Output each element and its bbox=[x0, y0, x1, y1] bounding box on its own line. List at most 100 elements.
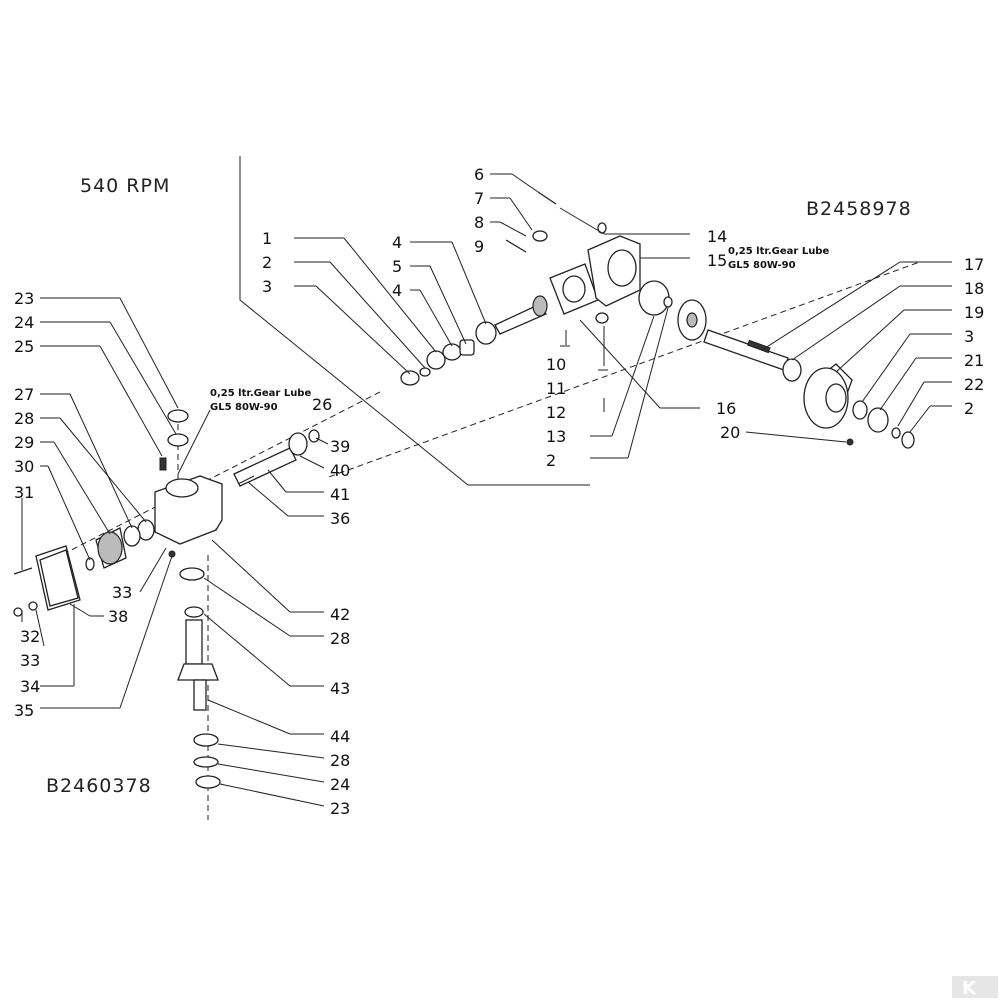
callout-3: 3 bbox=[262, 277, 272, 296]
callout-7: 7 bbox=[474, 189, 484, 208]
gear-10 bbox=[532, 295, 548, 317]
housing-side bbox=[199, 475, 223, 531]
callout-1: 1 bbox=[262, 229, 272, 248]
left-gearbox-assembly bbox=[13, 391, 381, 820]
output-shaft-43 bbox=[185, 619, 203, 665]
callout-44: 44 bbox=[330, 727, 350, 746]
callout-28c: 28 bbox=[330, 751, 350, 770]
callout-6: 6 bbox=[474, 165, 484, 184]
shaft-gear-43 bbox=[177, 663, 219, 681]
gear-teeth-29 bbox=[97, 531, 123, 565]
callouts-left: 23 24 25 26 27 28 29 30 31 32 33 34 35 3… bbox=[14, 289, 350, 818]
callout-42: 42 bbox=[330, 605, 350, 624]
callout-29: 29 bbox=[14, 433, 34, 452]
callout-2c: 2 bbox=[964, 399, 974, 418]
input-shaft-41 bbox=[233, 447, 297, 487]
callout-31: 31 bbox=[14, 483, 34, 502]
spacer-5 bbox=[459, 339, 475, 356]
callout-2b: 2 bbox=[546, 451, 556, 470]
callout-2: 2 bbox=[262, 253, 272, 272]
input-shaft-10 bbox=[494, 303, 547, 335]
flange-bore bbox=[562, 275, 586, 303]
output-shaft-17 bbox=[703, 329, 789, 371]
speed-title: 540 RPM bbox=[80, 175, 170, 197]
callout-35: 35 bbox=[14, 701, 34, 720]
callout-3b: 3 bbox=[964, 327, 974, 346]
ring-24-lower bbox=[193, 756, 219, 768]
callout-18: 18 bbox=[964, 279, 984, 298]
callout-22: 22 bbox=[964, 375, 984, 394]
callout-33b: 33 bbox=[112, 583, 132, 602]
callout-13: 13 bbox=[546, 427, 566, 446]
leader-lines-right bbox=[294, 173, 952, 459]
callout-23b: 23 bbox=[330, 799, 350, 818]
washer-3 bbox=[400, 370, 420, 386]
callout-9: 9 bbox=[474, 237, 484, 256]
callout-43: 43 bbox=[330, 679, 350, 698]
plug-8 bbox=[532, 230, 548, 242]
callout-11: 11 bbox=[546, 379, 566, 398]
callout-39: 39 bbox=[330, 437, 350, 456]
callout-14: 14 bbox=[707, 227, 727, 246]
ring-2b bbox=[663, 296, 673, 308]
callout-30: 30 bbox=[14, 457, 34, 476]
callout-10: 10 bbox=[546, 355, 566, 374]
plug-12 bbox=[595, 312, 609, 324]
shim-27 bbox=[123, 525, 141, 547]
callout-15: 15 bbox=[707, 251, 727, 270]
callout-24: 24 bbox=[14, 313, 34, 332]
callout-5: 5 bbox=[392, 257, 402, 276]
bolt-6 bbox=[537, 191, 557, 205]
washer-33 bbox=[28, 601, 38, 611]
callout-4: 4 bbox=[392, 233, 402, 252]
grease-nipple-20 bbox=[846, 438, 854, 446]
lube-note-right-line2: GL5 80W-90 bbox=[728, 260, 796, 271]
gasket-38 bbox=[39, 549, 79, 607]
splines-17 bbox=[746, 339, 771, 354]
cover-16-hub bbox=[686, 312, 698, 328]
leader-lines-left bbox=[21, 297, 329, 807]
callout-4b: 4 bbox=[392, 281, 402, 300]
callout-26: 26 bbox=[312, 395, 332, 414]
pin-22 bbox=[891, 427, 901, 439]
shim-28 bbox=[184, 606, 204, 618]
callout-21: 21 bbox=[964, 351, 984, 370]
callout-40: 40 bbox=[330, 461, 350, 480]
shaft-end-44 bbox=[193, 679, 207, 711]
callout-28b: 28 bbox=[330, 629, 350, 648]
washer-3b bbox=[852, 400, 868, 420]
callout-41: 41 bbox=[330, 485, 350, 504]
callout-19: 19 bbox=[964, 303, 984, 322]
callout-38: 38 bbox=[108, 607, 128, 626]
callouts-right: 1 2 3 4 5 4 6 7 8 9 10 11 12 13 2 14 15 … bbox=[262, 165, 984, 470]
callout-28: 28 bbox=[14, 409, 34, 428]
brand-logo: K bbox=[952, 976, 998, 999]
seal-23-lower bbox=[195, 775, 221, 789]
callout-34: 34 bbox=[20, 677, 40, 696]
callout-36: 36 bbox=[330, 509, 350, 528]
hub-bore bbox=[825, 383, 847, 413]
callout-20: 20 bbox=[720, 423, 740, 442]
callout-33: 33 bbox=[20, 651, 40, 670]
bearing-4 bbox=[475, 321, 497, 345]
bearing-40 bbox=[288, 432, 308, 456]
housing-top-bore bbox=[165, 478, 199, 498]
logo-glyph: K bbox=[962, 978, 977, 999]
circlip-39 bbox=[308, 429, 320, 443]
right-gearbox-assembly bbox=[329, 191, 922, 478]
bolt-9 bbox=[505, 239, 527, 253]
callout-17: 17 bbox=[964, 255, 984, 274]
bearing-42 bbox=[179, 567, 205, 581]
seal-1 bbox=[426, 350, 446, 370]
drawing-code-left: B2460378 bbox=[46, 775, 152, 797]
callout-27: 27 bbox=[14, 385, 34, 404]
callout-25: 25 bbox=[14, 337, 34, 356]
callout-16: 16 bbox=[716, 399, 736, 418]
o-ring-13 bbox=[638, 280, 670, 316]
drawing-code-right: B2458978 bbox=[806, 198, 912, 220]
ring-2 bbox=[419, 367, 431, 377]
ring-24-top bbox=[167, 433, 189, 447]
ring-4 bbox=[442, 343, 462, 361]
plug-25 bbox=[159, 457, 167, 471]
